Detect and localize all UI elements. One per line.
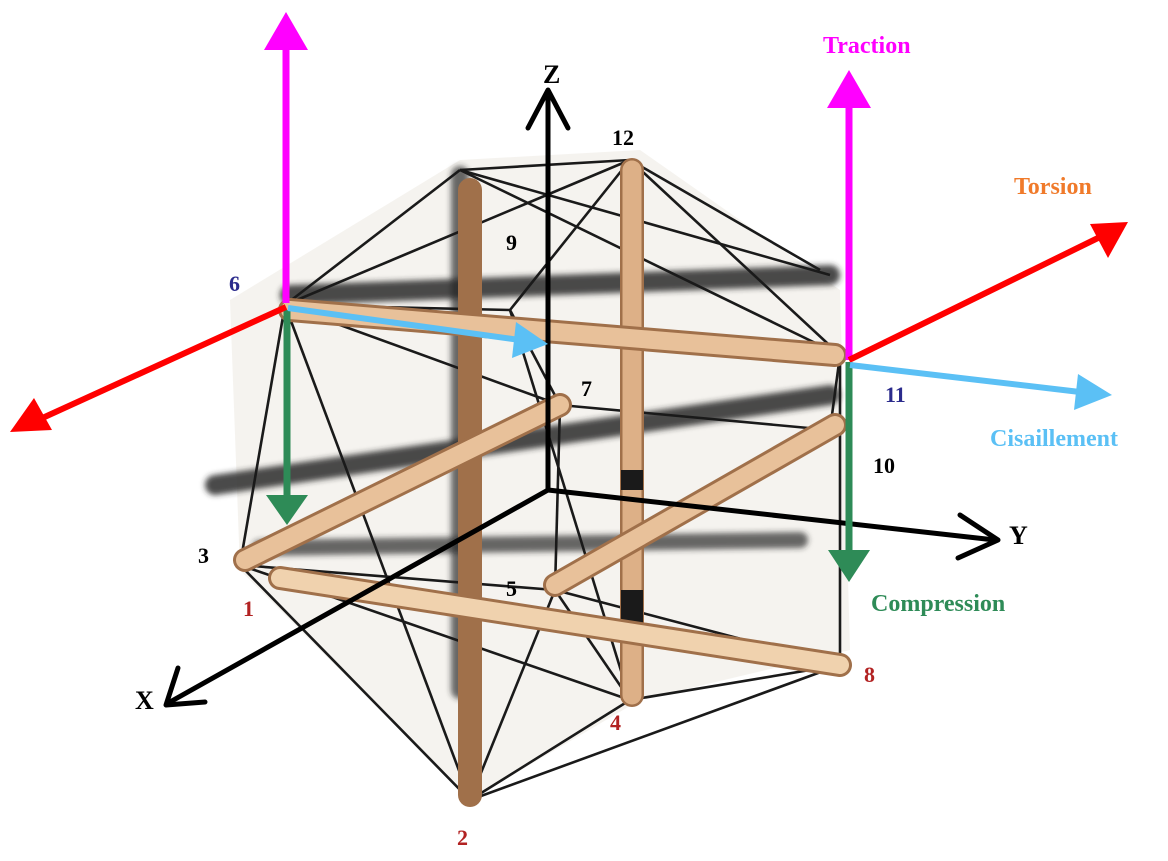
torsion-arrow-node-6	[36, 304, 288, 423]
torsion-label: Torsion	[1014, 174, 1092, 200]
force-arrows	[10, 12, 1128, 582]
node-label-7: 7	[581, 376, 592, 401]
z-axis-arrowhead	[525, 87, 571, 131]
traction-arrowhead-node-11	[827, 70, 871, 108]
node-label-4: 4	[610, 710, 621, 735]
shear-arrow-node-6	[287, 305, 521, 343]
y-axis	[545, 487, 998, 543]
coordinate-axes	[163, 87, 1001, 708]
node-label-6: 6	[229, 271, 240, 296]
node-label-8: 8	[864, 662, 875, 687]
compression-label: Compression	[871, 591, 1006, 617]
node-label-9: 9	[506, 230, 517, 255]
shear-arrowhead-node-11	[1074, 374, 1112, 410]
shear-arrowhead-node-6	[512, 322, 548, 358]
z-axis-label: Z	[543, 60, 561, 89]
cables	[238, 158, 842, 802]
node-label-1: 1	[243, 596, 254, 621]
x-axis-label: X	[135, 686, 154, 715]
node-label-3: 3	[198, 543, 209, 568]
y-axis-arrowhead	[955, 512, 1001, 561]
traction-label: Traction	[823, 33, 911, 59]
node-label-12: 12	[612, 125, 634, 150]
x-axis-arrowhead	[163, 665, 208, 708]
node-label-10: 10	[873, 453, 895, 478]
compression-arrowhead-node-11	[828, 550, 870, 582]
node-label-2: 2	[457, 825, 468, 850]
y-axis-label: Y	[1009, 521, 1028, 550]
shear-label: Cisaillement	[990, 426, 1118, 452]
node-label-11: 11	[885, 382, 906, 407]
traction-arrowhead-node-6	[264, 12, 308, 50]
x-axis	[167, 487, 551, 705]
torsion-arrowhead-node-11	[1090, 222, 1128, 258]
shear-arrow-node-11	[849, 362, 1081, 395]
node-label-5: 5	[506, 576, 517, 601]
torsion-arrowhead-node-6	[10, 398, 52, 432]
compression-arrowhead-node-6	[266, 495, 308, 525]
torsion-arrow-node-11	[847, 234, 1102, 363]
